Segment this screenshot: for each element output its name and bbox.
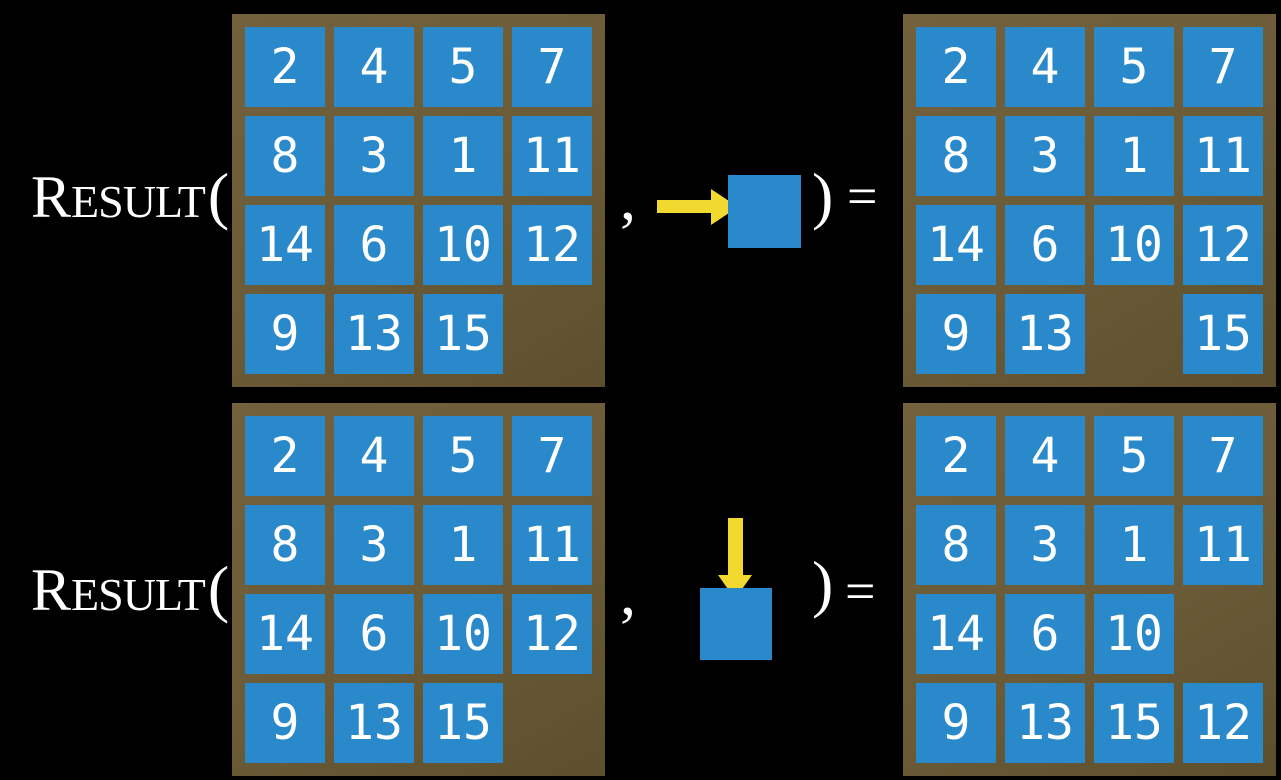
equals-sign: = [847,166,878,226]
puzzle-tile-9: 9 [916,294,996,374]
puzzle-tile-5: 5 [423,416,503,496]
puzzle-tile-10: 10 [423,205,503,285]
puzzle-tile-3: 3 [334,505,414,585]
puzzle-tile-7: 7 [1183,416,1263,496]
puzzle-tile-7: 7 [1183,27,1263,107]
puzzle-tile-6: 6 [334,205,414,285]
puzzle-tile-14: 14 [916,594,996,674]
puzzle-tile-15: 15 [423,294,503,374]
empty-cell [512,294,592,374]
function-name-rest: ESULT [71,176,206,227]
moved-tile-square [728,175,801,248]
puzzle-tile-14: 14 [916,205,996,285]
puzzle-tile-1: 1 [423,505,503,585]
puzzle-tile-3: 3 [334,116,414,196]
puzzle-tile-12: 12 [512,205,592,285]
move-down-arrow-icon [718,518,753,599]
puzzle-tile-10: 10 [1094,205,1174,285]
puzzle-tile-3: 3 [1005,505,1085,585]
puzzle-tile-15: 15 [1183,294,1263,374]
puzzle-tile-4: 4 [334,27,414,107]
puzzle-tile-7: 7 [512,27,592,107]
puzzle-tile-2: 2 [916,416,996,496]
close-paren: ) [812,548,834,619]
equals-sign: = [845,561,876,621]
puzzle-tile-8: 8 [916,505,996,585]
open-paren: ( [207,160,230,231]
puzzle-tile-8: 8 [245,116,325,196]
function-name-rest: ESULT [71,569,206,620]
puzzle-tile-13: 13 [1005,294,1085,374]
puzzle-tile-1: 1 [1094,116,1174,196]
puzzle-tile-3: 3 [1005,116,1085,196]
function-name-initial: R [31,557,72,623]
puzzle-tile-5: 5 [423,27,503,107]
puzzle-tile-5: 5 [1094,27,1174,107]
open-paren: ( [207,553,230,624]
puzzle-tile-15: 15 [423,683,503,763]
arrow-shaft [728,518,743,575]
puzzle-tile-4: 4 [1005,416,1085,496]
result-function-label-2: R ESULT ( [31,557,229,621]
puzzle-tile-13: 13 [334,294,414,374]
puzzle-tile-9: 9 [245,294,325,374]
puzzle-tile-12: 12 [1183,683,1263,763]
puzzle-tile-6: 6 [334,594,414,674]
puzzle-tile-9: 9 [916,683,996,763]
puzzle-tile-4: 4 [1005,27,1085,107]
close-paren: ) [812,160,834,231]
puzzle-tile-1: 1 [423,116,503,196]
puzzle-tile-2: 2 [245,416,325,496]
puzzle-tile-14: 14 [245,205,325,285]
puzzle-tile-13: 13 [334,683,414,763]
puzzle-tile-11: 11 [512,505,592,585]
empty-cell [1094,294,1174,374]
puzzle-tile-11: 11 [512,116,592,196]
result-function-label-1: R ESULT ( [31,164,229,228]
puzzle-tile-13: 13 [1005,683,1085,763]
puzzle-tile-12: 12 [512,594,592,674]
puzzle-tile-4: 4 [334,416,414,496]
move-right-arrow-icon [657,189,738,225]
puzzle-tile-5: 5 [1094,416,1174,496]
puzzle-tile-15: 15 [1094,683,1174,763]
moved-tile-square [700,588,772,660]
puzzle-tile-10: 10 [1094,594,1174,674]
puzzle-tile-2: 2 [245,27,325,107]
puzzle-tile-6: 6 [1005,594,1085,674]
puzzle-tile-2: 2 [916,27,996,107]
puzzle-tile-1: 1 [1094,505,1174,585]
comma: , [620,162,636,233]
empty-cell [512,683,592,763]
arrow-shaft [657,200,713,213]
puzzle-tile-8: 8 [245,505,325,585]
puzzle-tile-11: 11 [1183,116,1263,196]
puzzle-tile-8: 8 [916,116,996,196]
puzzle-tile-6: 6 [1005,205,1085,285]
puzzle-tile-9: 9 [245,683,325,763]
empty-cell [1183,594,1263,674]
comma: , [620,557,636,628]
puzzle-tile-12: 12 [1183,205,1263,285]
function-name-initial: R [31,164,72,230]
puzzle-tile-14: 14 [245,594,325,674]
puzzle-tile-10: 10 [423,594,503,674]
puzzle-tile-7: 7 [512,416,592,496]
puzzle-tile-11: 11 [1183,505,1263,585]
